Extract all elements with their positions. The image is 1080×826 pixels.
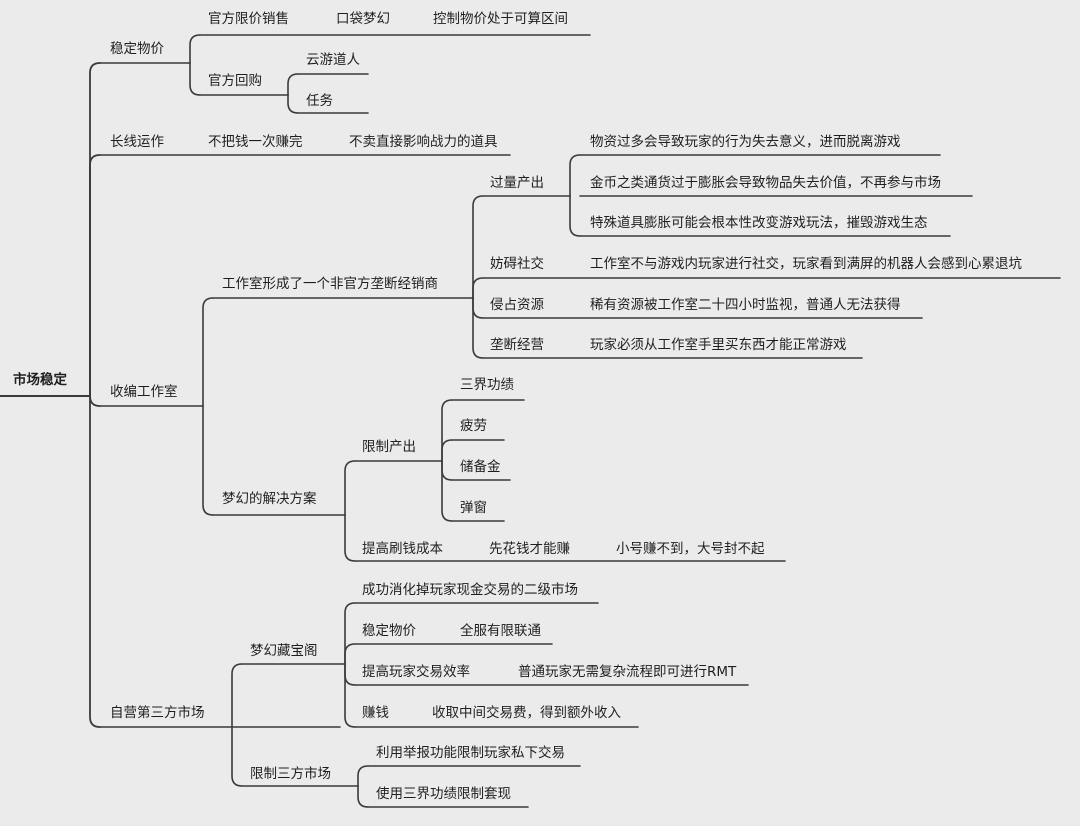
node-fee: 收取中间交易费，得到额外收入: [432, 705, 621, 721]
connector: [202, 297, 214, 407]
node-long-term: 长线运作: [110, 134, 164, 150]
connector: [287, 73, 299, 96]
node-not-once: 不把钱一次赚完: [208, 134, 303, 150]
node-stable-price: 稳定物价: [110, 41, 164, 57]
connector: [472, 277, 484, 299]
connector: [89, 395, 101, 407]
node-monopoly: 垄断经营: [490, 337, 544, 353]
node-limit-third-party: 限制三方市场: [250, 766, 331, 782]
node-occupy-resources: 侵占资源: [490, 297, 544, 313]
node-self-run-market: 自营第三方市场: [110, 705, 205, 721]
node-official-buyback: 官方回购: [208, 73, 262, 89]
connector: [344, 643, 356, 665]
connector: [344, 663, 356, 686]
node-cangbao: 梦幻藏宝阁: [250, 643, 318, 659]
node-yunyou: 云游道人: [306, 52, 360, 68]
connector: [287, 94, 299, 114]
node-overprod-1: 物资过多会导致玩家的行为失去意义，进而脱离游戏: [590, 134, 901, 150]
node-limit-output: 限制产出: [362, 439, 416, 455]
node-small-account: 小号赚不到，大号封不起: [616, 541, 765, 557]
node-absorb-market: 成功消化掉玩家现金交易的二级市场: [362, 582, 578, 598]
node-reserve: 储备金: [460, 459, 501, 475]
root-node: 市场稳定: [13, 372, 67, 388]
node-use-sanjie: 使用三界功绩限制套现: [376, 786, 511, 802]
node-occupy-detail: 稀有资源被工作室二十四小时监视，普通人无法获得: [590, 297, 901, 313]
node-studio: 收编工作室: [110, 384, 178, 400]
node-pocket-menghuan: 口袋梦幻: [336, 11, 390, 27]
node-task: 任务: [306, 93, 333, 109]
node-official-limit-sale: 官方限价销售: [208, 11, 289, 27]
connector: [202, 405, 214, 516]
node-monopoly-detail: 玩家必须从工作室手里买东西才能正常游戏: [590, 337, 847, 353]
node-no-power-items: 不卖直接影响战力的道具: [349, 134, 498, 150]
connector: [344, 663, 356, 728]
node-hinder-social-detail: 工作室不与游戏内玩家进行社交，玩家看到满屏的机器人会感到心累退坑: [590, 256, 1022, 272]
node-solution: 梦幻的解决方案: [222, 491, 317, 507]
connector: [441, 439, 453, 462]
connector: [344, 602, 356, 665]
node-efficiency: 提高玩家交易效率: [362, 664, 470, 680]
connector: [89, 62, 101, 397]
connector: [357, 785, 369, 808]
node-sanjie: 三界功绩: [460, 377, 514, 393]
node-server-link: 全服有限联通: [460, 623, 541, 639]
connector: [231, 663, 243, 728]
connector: [472, 195, 484, 299]
connector: [189, 34, 201, 64]
node-popup: 弹窗: [460, 500, 487, 516]
node-control-price: 控制物价处于可算区间: [433, 11, 568, 27]
connector: [472, 297, 484, 359]
connector: [569, 154, 581, 197]
node-rmt: 普通玩家无需复杂流程即可进行RMT: [518, 664, 737, 680]
connector: [89, 154, 101, 397]
node-earn: 赚钱: [362, 705, 389, 721]
node-studio-monopoly: 工作室形成了一个非官方垄断经销商: [222, 276, 438, 292]
connector: [441, 460, 453, 522]
node-fatigue: 疲劳: [460, 418, 487, 434]
connector: [569, 195, 581, 237]
connector: [472, 297, 484, 319]
node-overprod-3: 特殊道具膨胀可能会根本性改变游戏玩法，摧毁游戏生态: [590, 215, 928, 231]
node-raise-cost: 提高刷钱成本: [362, 541, 443, 557]
node-spend-first: 先花钱才能赚: [489, 541, 570, 557]
node-overproduction: 过量产出: [490, 175, 544, 191]
connector: [441, 460, 453, 481]
node-report: 利用举报功能限制玩家私下交易: [376, 745, 565, 761]
connector: [441, 399, 453, 462]
node-stable-price-2: 稳定物价: [362, 623, 416, 639]
connector: [344, 460, 356, 516]
node-hinder-social: 妨碍社交: [490, 256, 544, 272]
connector: [89, 395, 101, 728]
node-overprod-2: 金币之类通货过于膨胀会导致物品失去价值，不再参与市场: [590, 175, 941, 191]
connector: [189, 62, 201, 96]
connector: [231, 726, 243, 787]
connector: [357, 765, 369, 787]
connector: [344, 514, 356, 562]
